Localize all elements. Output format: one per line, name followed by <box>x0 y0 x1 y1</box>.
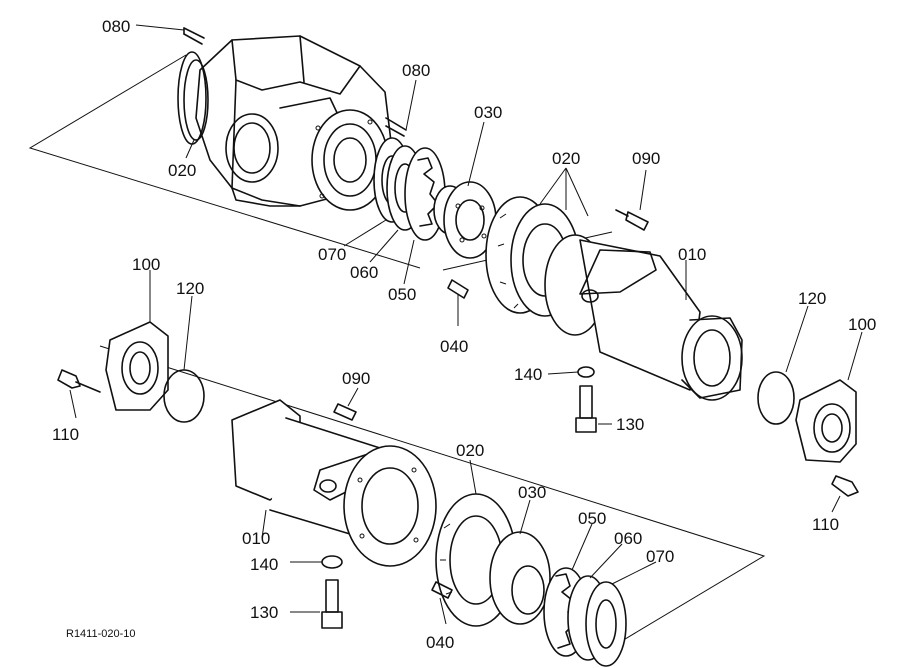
label-140-lower: 140 <box>250 555 279 574</box>
label-140-upper: 140 <box>514 365 543 384</box>
bolt-130-upper <box>575 385 597 433</box>
bolt-130-lower <box>321 579 343 629</box>
label-020-case: 020 <box>168 161 197 180</box>
axle-tube-010-upper <box>544 234 743 401</box>
disk-070-lower <box>585 581 627 667</box>
label-120-left: 120 <box>176 279 205 298</box>
bolt-090-upper <box>615 209 649 231</box>
label-080-right: 080 <box>402 61 431 80</box>
o-ring-120-upper <box>757 371 795 425</box>
label-010-lower: 010 <box>242 529 271 548</box>
bolt-090-lower <box>333 403 357 421</box>
label-130-upper: 130 <box>616 415 645 434</box>
label-060-upper: 060 <box>350 263 379 282</box>
label-100-left: 100 <box>132 255 161 274</box>
label-050-lower: 050 <box>578 509 607 528</box>
label-070-upper: 070 <box>318 245 347 264</box>
bolt-110-right <box>831 475 859 497</box>
label-090-upper: 090 <box>632 149 661 168</box>
label-130-lower: 130 <box>250 603 279 622</box>
label-090-lower: 090 <box>342 369 371 388</box>
bolt-040-lower <box>431 581 453 599</box>
label-070-lower: 070 <box>646 547 675 566</box>
pin-080-top <box>183 27 205 45</box>
gear-case-housing <box>183 35 393 211</box>
label-110-left: 110 <box>52 425 80 444</box>
label-120-right: 120 <box>798 289 827 308</box>
label-050-upper: 050 <box>388 285 417 304</box>
label-060-lower: 060 <box>614 529 643 548</box>
o-ring-120-left <box>163 369 205 423</box>
bearing-030-upper <box>433 181 497 259</box>
washer-140-lower <box>321 555 343 569</box>
label-010-upper: 010 <box>678 245 707 264</box>
drawing-reference-number: R1411-020-10 <box>66 628 136 640</box>
label-100-right: 100 <box>848 315 877 334</box>
cover-100-upper-right <box>795 379 857 463</box>
label-040-upper: 040 <box>440 337 469 356</box>
cover-100-left <box>105 321 169 411</box>
bolt-040-upper <box>447 279 469 299</box>
bearing-030-lower <box>489 531 551 625</box>
label-030-lower: 030 <box>518 483 547 502</box>
label-020-hub-upper: 020 <box>552 149 581 168</box>
washer-140-upper <box>577 366 595 378</box>
label-040-lower: 040 <box>426 633 455 652</box>
label-080-top: 080 <box>102 17 131 36</box>
label-030-upper: 030 <box>474 103 503 122</box>
flange-010-lower <box>343 445 437 567</box>
label-110-right: 110 <box>812 515 840 534</box>
pin-080-right <box>385 117 407 137</box>
label-020-hub-lower: 020 <box>456 441 485 460</box>
leader-lines <box>69 24 863 625</box>
bolt-110-left <box>57 369 101 393</box>
